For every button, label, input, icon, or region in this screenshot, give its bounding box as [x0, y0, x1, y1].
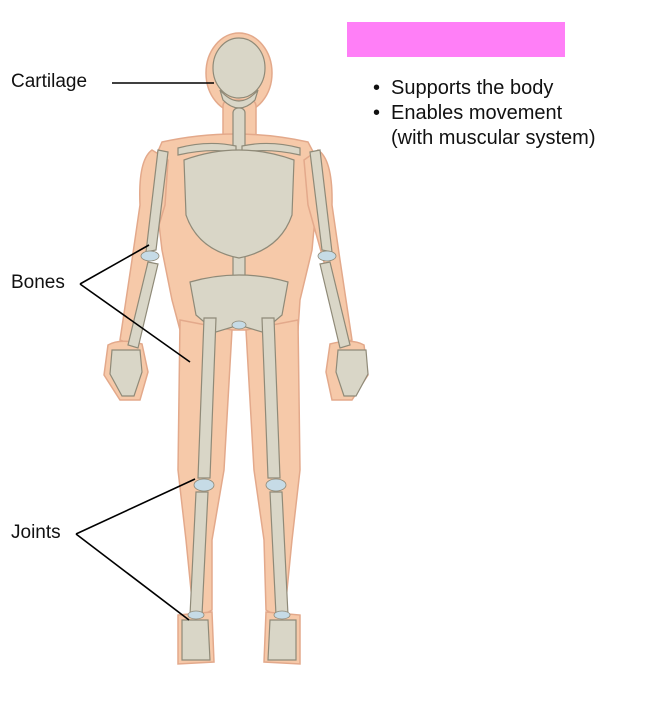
femur [197, 317, 217, 479]
joint [193, 478, 215, 492]
hand-bones [109, 349, 143, 397]
joints-leader-knee [75, 478, 196, 535]
joint [273, 610, 291, 620]
bullet-supports: Supports the body [371, 76, 606, 101]
skull [212, 37, 266, 99]
label-cartilage: Cartilage [11, 71, 88, 92]
joints-leader-ankle [75, 533, 190, 621]
femur [261, 317, 281, 479]
bones-leader-leg [79, 283, 191, 363]
joint [187, 610, 205, 620]
label-joints: Joints [11, 522, 61, 543]
hand-bones [335, 349, 369, 397]
leader-lines [75, 82, 214, 621]
rib-cage [183, 149, 295, 259]
skeleton [109, 37, 369, 661]
foot-bones [181, 619, 211, 661]
function-list: Supports the body Enables movement (with… [371, 76, 606, 151]
forearm [127, 261, 159, 349]
joint [265, 478, 287, 492]
joint-markers [140, 250, 337, 620]
foot-bones [267, 619, 297, 661]
bullet-movement: Enables movement (with muscular system) [371, 101, 606, 151]
jaw [219, 89, 259, 109]
bones-leader-arm [79, 244, 150, 285]
forearm [319, 261, 351, 349]
joint [231, 320, 247, 330]
joint [317, 250, 337, 262]
label-bones: Bones [11, 272, 65, 293]
joint [140, 250, 160, 262]
title-highlight-box [347, 22, 565, 57]
